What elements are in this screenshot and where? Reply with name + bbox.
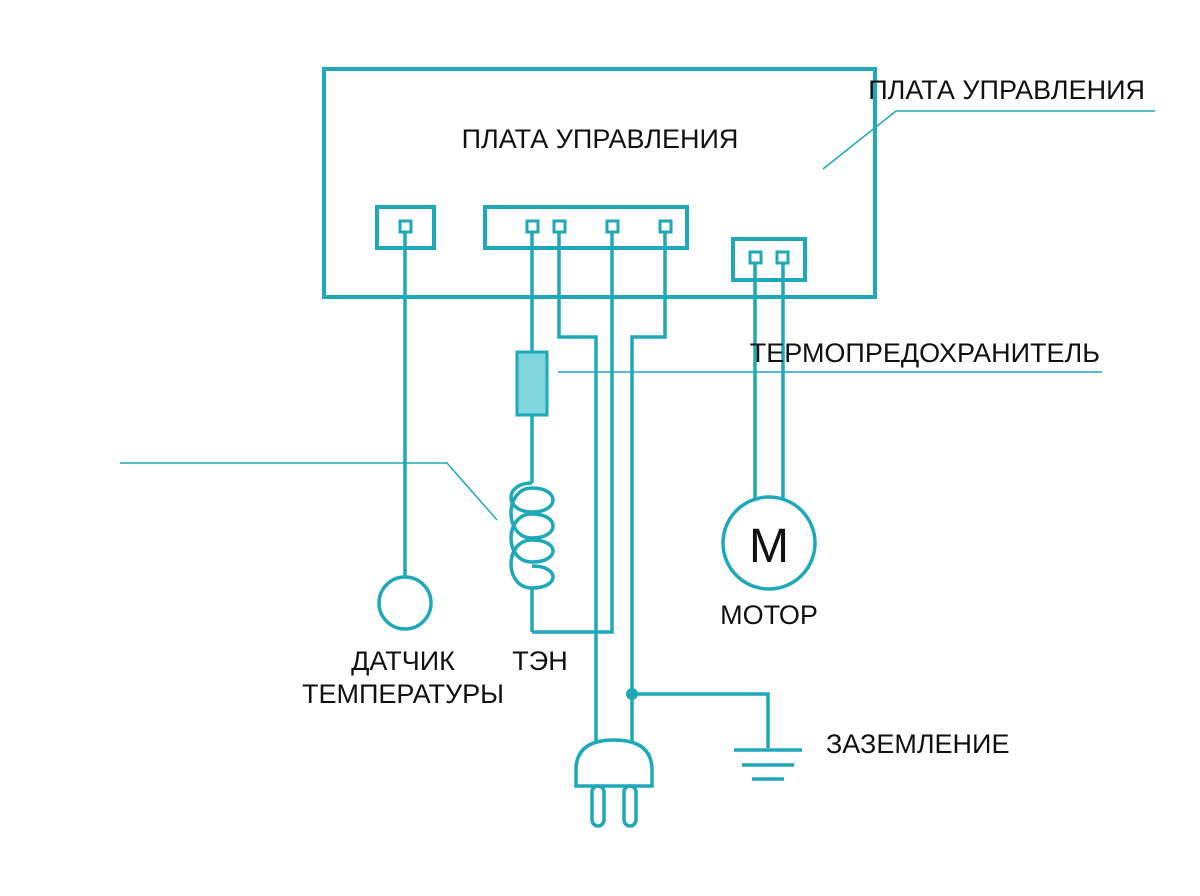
thermal-fuse [515,350,549,417]
leader-board [822,110,1155,170]
board-inner-label: ПЛАТА УПРАВЛЕНИЯ [462,124,739,154]
motor-label: МОТОР [720,600,818,630]
main-connector [483,205,689,250]
temperature-sensor [377,575,433,631]
pin [775,250,790,265]
pin [525,219,540,234]
pin [398,219,413,234]
pin [748,250,763,265]
leader-heater [120,462,498,521]
motor [721,495,817,591]
sensor-label-line2: ТЕМПЕРАТУРЫ [302,679,504,709]
board-callout-label: ПЛАТА УПРАВЛЕНИЯ [868,75,1145,105]
heating-coil [509,481,555,590]
ground-label: ЗАЗЕМЛЕНИЕ [826,729,1009,759]
motor-symbol: М [749,520,789,573]
sensor-label-line1: ДАТЧИК [351,646,455,676]
plug-pin-right [622,784,638,828]
pin [552,219,567,234]
neutral-wire [630,232,667,742]
power-plug [574,738,654,788]
plug-pin-left [590,784,606,828]
ground-wire [632,692,770,748]
control-board [322,67,877,299]
thermal-fuse-label: ТЕРМОПРЕДОХРАНИТЕЛЬ [750,338,1100,368]
heater-return-wire [532,232,614,634]
heater-label: ТЭН [512,646,567,676]
junction-dot [626,688,638,700]
motor-connector [731,237,807,282]
pin [658,219,673,234]
pin [605,219,620,234]
live-wire [557,232,598,742]
